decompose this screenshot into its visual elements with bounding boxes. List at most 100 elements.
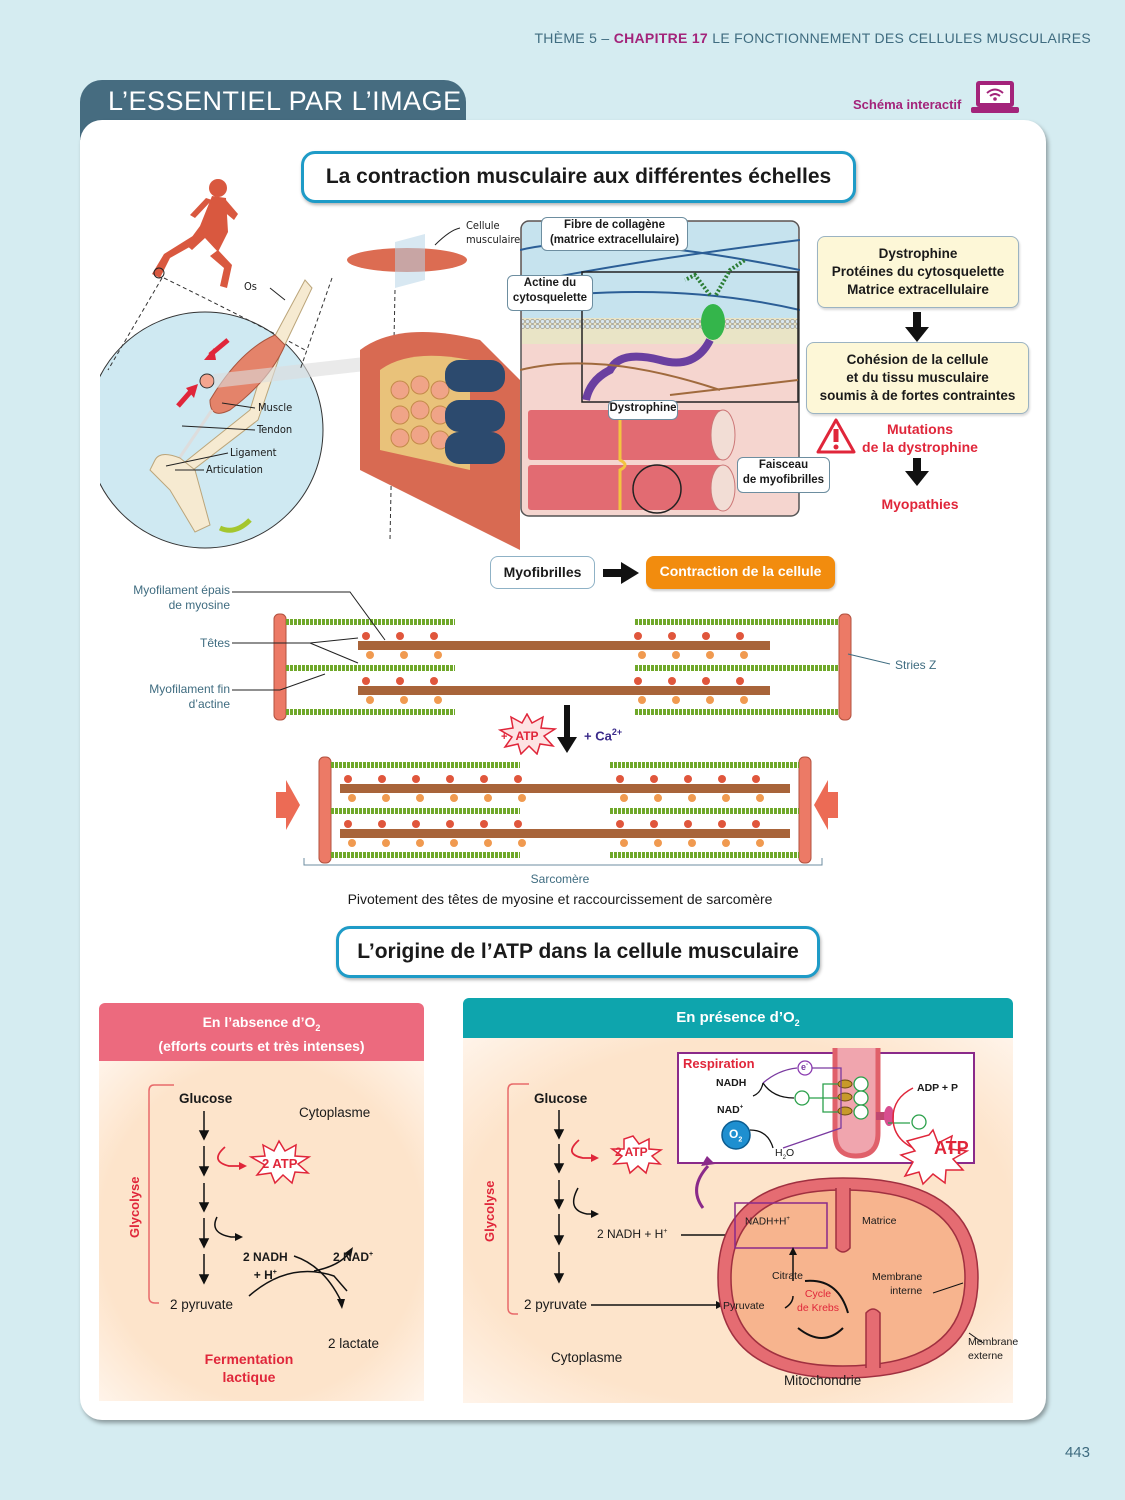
adp-label: ADP + P xyxy=(917,1082,958,1094)
dystrophin-icon xyxy=(582,338,714,401)
membrane-interne-line2: interne xyxy=(890,1285,923,1297)
myosin-head xyxy=(450,839,458,847)
myosin-head xyxy=(362,677,370,685)
anaerobic-nadh-text: 2 NADH xyxy=(243,1250,288,1264)
label-thin-line1: Myofilament fin xyxy=(149,682,230,696)
anaerobic-lactate: 2 lactate xyxy=(328,1336,380,1351)
aerobic-title-text: En présence d’O xyxy=(676,1009,795,1026)
myosin-head xyxy=(396,632,404,640)
myosin-head xyxy=(706,651,714,659)
oxygen-icon xyxy=(721,1120,751,1150)
aerobic-title-sub: 2 xyxy=(794,1018,800,1028)
z-disc xyxy=(838,613,852,721)
myosin-head xyxy=(366,696,374,704)
electron-label: e- xyxy=(801,1062,809,1072)
krebs-line1: Cycle xyxy=(804,1288,832,1300)
flow-box-components: Dystrophine Protéines du cytosquelette M… xyxy=(817,236,1019,308)
myosin-head xyxy=(752,820,760,828)
myosin-head xyxy=(616,820,624,828)
myosin-head xyxy=(446,775,454,783)
down-arrow-icon xyxy=(557,705,577,753)
calcium-text: + Ca xyxy=(584,728,612,744)
myosin-head xyxy=(480,775,488,783)
myosin-head xyxy=(684,820,692,828)
flow-box-line: soumis à de fortes contraintes xyxy=(819,388,1016,403)
aerobic-nadh: 2 NADH + H+ xyxy=(597,1227,668,1241)
flow-box-line: Matrice extracellulaire xyxy=(847,282,989,297)
flow-box-cohesion: Cohésion de la cellule et du tissu muscu… xyxy=(806,342,1029,414)
o2-text: O xyxy=(729,1127,739,1141)
myosin-head xyxy=(430,632,438,640)
myosin-head xyxy=(650,820,658,828)
anaerobic-nad-text: 2 NAD xyxy=(333,1250,370,1264)
myosin-head xyxy=(736,677,744,685)
myosin-head xyxy=(382,839,390,847)
mutations-line2: de la dystrophine xyxy=(862,439,978,455)
section-title-atp-origin: L’origine de l’ATP dans la cellule muscu… xyxy=(336,926,820,978)
mutations-text: Mutations de la dystrophine xyxy=(850,420,990,456)
krebs-line2: de Krebs xyxy=(797,1302,840,1314)
anaerobic-glycolyse: Glycolyse xyxy=(127,1176,142,1238)
laptop-wifi-icon[interactable] xyxy=(970,80,1020,114)
anaerobic-subtitle: (efforts courts et très intenses) xyxy=(158,1037,365,1054)
myosin-head xyxy=(740,651,748,659)
mito-nadh-text: NADH+H xyxy=(745,1216,787,1228)
membrane-interne-line1: Membrane xyxy=(872,1271,923,1283)
myosin-head xyxy=(756,839,764,847)
label-thick-filament: Myofilament épais de myosine xyxy=(110,583,230,613)
aerobic-pyruvate: 2 pyruvate xyxy=(524,1297,588,1312)
panel-body-anaerobic xyxy=(99,1061,424,1401)
down-arrow-icon xyxy=(905,312,929,342)
myosin-head xyxy=(396,677,404,685)
electron-text: e xyxy=(801,1062,807,1072)
citrate-label: Citrate xyxy=(772,1270,803,1282)
callout-collagen-line1: Fibre de collagène xyxy=(564,219,665,231)
myosin-head xyxy=(638,651,646,659)
myosin-head xyxy=(450,794,458,802)
flow-box-line: Protéines du cytosquelette xyxy=(831,264,1005,279)
anaerobic-title-text: En l’absence d’O xyxy=(202,1014,316,1030)
atp-big-burst-icon xyxy=(899,1128,970,1186)
myosin-filament xyxy=(358,686,770,695)
resp-nad-text: NAD xyxy=(717,1104,740,1116)
interactive-diagram-link[interactable]: Schéma interactif xyxy=(853,97,962,112)
fermentation-label: Fermentation lactique xyxy=(190,1350,308,1386)
section-title-contraction: La contraction musculaire aux différente… xyxy=(301,151,856,203)
myosin-head xyxy=(702,677,710,685)
anaerobic-h-plus: + H+ xyxy=(253,1268,277,1282)
myosin-head xyxy=(348,794,356,802)
chapter-label: CHAPITRE 17 xyxy=(613,30,709,46)
myosin-head xyxy=(688,794,696,802)
myopathies-text: Myopathies xyxy=(881,496,959,512)
myosin-head xyxy=(706,696,714,704)
panel-header-aerobic: En présence d’O2 xyxy=(463,998,1013,1038)
sarcomere-caption: Pivotement des têtes de myosine et racco… xyxy=(347,891,773,907)
anaerobic-title: En l’absence d’O2 xyxy=(99,1013,424,1037)
myosin-head xyxy=(434,651,442,659)
sarcomere-leader-lines xyxy=(232,591,891,691)
label-thick-line2: de myosine xyxy=(168,598,230,612)
down-arrow-icon xyxy=(905,458,929,486)
myosin-head xyxy=(654,839,662,847)
callout-dystrophine: Dystrophine xyxy=(608,400,678,420)
myosin-head xyxy=(620,794,628,802)
flow-box-line: Dystrophine xyxy=(878,246,958,261)
myosin-head xyxy=(518,839,526,847)
fermentation-line1: Fermentation xyxy=(204,1351,294,1367)
label-cellule-line2: musculaire xyxy=(466,233,521,246)
label-cellule-musculaire: Cellule musculaire xyxy=(466,219,520,247)
myosin-head xyxy=(688,839,696,847)
resp-nadh: NADH xyxy=(716,1077,747,1089)
myosin-head xyxy=(634,632,642,640)
anaerobic-pyruvate: 2 pyruvate xyxy=(170,1297,234,1312)
aerobic-diagram xyxy=(507,1048,984,1379)
myosin-head xyxy=(382,794,390,802)
myosin-head xyxy=(348,839,356,847)
anaerobic-atp: 2 ATP xyxy=(262,1156,298,1171)
anaerobic-diagram xyxy=(148,1084,353,1309)
page-number: 443 xyxy=(1064,1444,1090,1461)
label-thin-line2: d’actine xyxy=(188,697,230,711)
label-thick-line1: Myofilament épais xyxy=(133,583,230,597)
label-tendon: Tendon xyxy=(257,423,293,436)
myosin-head xyxy=(344,820,352,828)
